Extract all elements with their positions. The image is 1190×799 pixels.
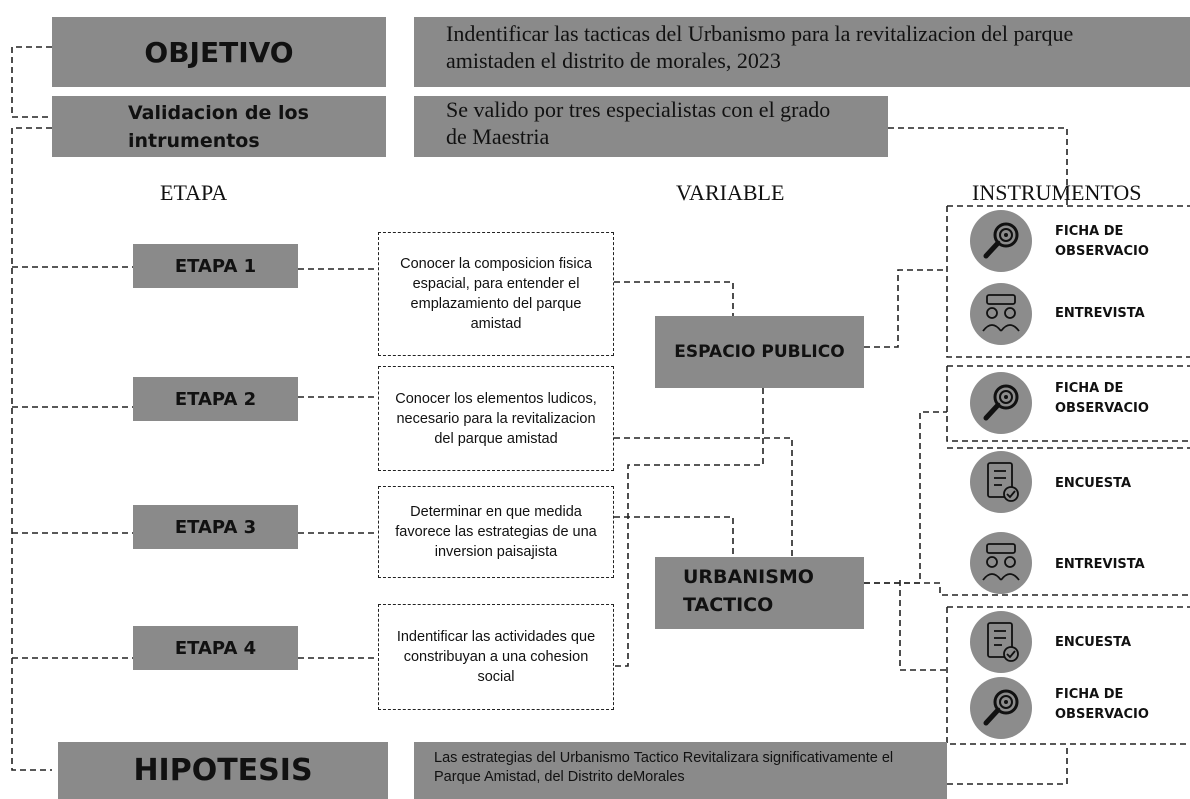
etapa-4-label: ETAPA 4	[133, 626, 298, 670]
objetivo-text: Indentificar las tacticas del Urbanismo …	[414, 17, 1190, 87]
variable-urbanismo-tactico: URBANISMO TACTICO	[655, 557, 864, 629]
instrument-ficha-1: FICHA DE OBSERVACIO	[1055, 224, 1149, 259]
column-instrumentos: INSTRUMENTOS	[972, 180, 1142, 205]
instrument-entrevista-2: ENTREVISTA	[1055, 557, 1145, 572]
magnifier-icon	[970, 677, 1032, 739]
instrument-entrevista-1: ENTREVISTA	[1055, 306, 1145, 321]
etapa-4-description: Indentificar las actividades que constri…	[378, 604, 614, 710]
etapa-3-description: Determinar en que medida favorece las es…	[378, 486, 614, 578]
validacion-label: Validacion de los intrumentos	[52, 96, 386, 157]
survey-clipboard-icon	[970, 451, 1032, 513]
magnifier-icon	[970, 372, 1032, 434]
instrument-encuesta-2: ENCUESTA	[1055, 635, 1132, 650]
magnifier-icon	[970, 210, 1032, 272]
instrument-ficha-2: FICHA DE OBSERVACIO	[1055, 381, 1149, 416]
etapa-3-label: ETAPA 3	[133, 505, 298, 549]
etapa-2-label: ETAPA 2	[133, 377, 298, 421]
validacion-text: Se valido por tres especialistas con el …	[414, 96, 888, 157]
instrument-ficha-3: FICHA DE OBSERVACIO	[1055, 687, 1149, 722]
variable-espacio-publico: ESPACIO PUBLICO	[655, 316, 864, 388]
etapa-1-description: Conocer la composicion fisica espacial, …	[378, 232, 614, 356]
objetivo-label: OBJETIVO	[52, 17, 386, 87]
interview-icon	[970, 532, 1032, 594]
hipotesis-label: HIPOTESIS	[58, 742, 388, 799]
etapa-2-description: Conocer los elementos ludicos, necesario…	[378, 366, 614, 471]
etapa-1-label: ETAPA 1	[133, 244, 298, 288]
hipotesis-text: Las estrategias del Urbanismo Tactico Re…	[414, 742, 947, 799]
column-etapa: ETAPA	[160, 180, 228, 205]
interview-icon	[970, 283, 1032, 345]
survey-clipboard-icon	[970, 611, 1032, 673]
instrument-encuesta-1: ENCUESTA	[1055, 476, 1132, 491]
column-variable: VARIABLE	[676, 180, 785, 205]
